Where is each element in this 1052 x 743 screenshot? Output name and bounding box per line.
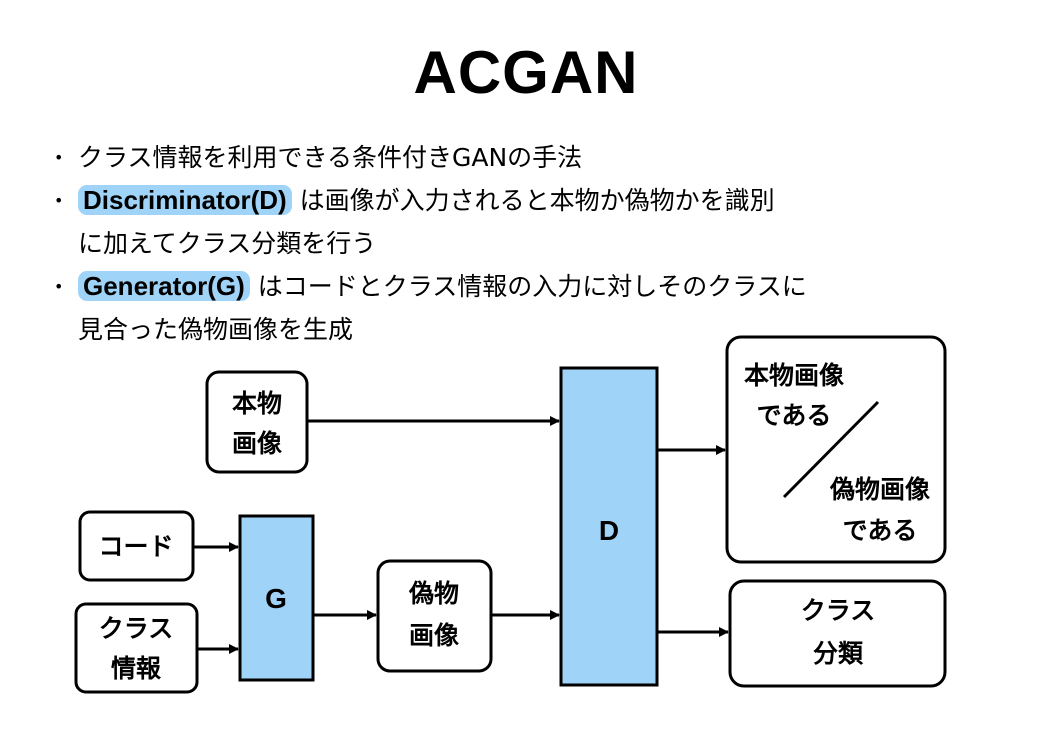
discriminator-label: D	[599, 515, 619, 546]
discriminator-highlight: Discriminator(D)	[78, 185, 292, 215]
class-info-label-2: 情報	[111, 654, 162, 683]
fake-image-label-1: 偽物	[408, 579, 459, 608]
real-image-box	[205, 370, 309, 474]
output-fake-line2: である	[843, 516, 918, 545]
discriminator-block	[559, 366, 659, 687]
bullet-list: クラス情報を利用できる条件付きGANの手法 Discriminator(D) は…	[52, 136, 1012, 351]
bullet-1-text: クラス情報を利用できる条件付きGANの手法	[78, 143, 583, 172]
class-output-box	[728, 579, 947, 688]
code-box	[78, 510, 195, 582]
output-class-line2: 分類	[813, 639, 864, 668]
code-label: コード	[98, 532, 173, 561]
bullet-item-1: クラス情報を利用できる条件付きGANの手法	[52, 136, 1012, 179]
bullet-item-3: Generator(G) はコードとクラス情報の入力に対しそのクラスに 見合った…	[52, 265, 1012, 351]
real-image-label-1: 本物	[232, 389, 282, 418]
output-real-line1: 本物画像	[744, 361, 844, 390]
bullet-3-line1: はコードとクラス情報の入力に対しそのクラスに	[249, 272, 807, 301]
output-fake-line1: 偽物画像	[829, 475, 930, 504]
page-title: ACGAN	[413, 39, 639, 106]
real-image-label-2: 画像	[232, 429, 282, 458]
class-info-box	[74, 602, 199, 694]
fake-image-label-2: 画像	[409, 621, 459, 650]
output-class-line1: クラス	[801, 596, 876, 625]
bullet-2-line2: に加えてクラス分類を行う	[78, 229, 377, 258]
real-fake-output-box	[725, 335, 947, 564]
output-real-line2: である	[757, 401, 832, 430]
generator-label: G	[265, 583, 287, 614]
generator-block	[238, 514, 315, 682]
generator-highlight: Generator(G)	[78, 271, 250, 301]
bullet-2-line1: は画像が入力されると本物か偽物かを識別	[291, 186, 775, 215]
slash-divider	[782, 400, 880, 499]
fake-image-box	[376, 559, 493, 673]
bullet-item-2: Discriminator(D) は画像が入力されると本物か偽物かを識別 に加え…	[52, 179, 1012, 265]
bullet-3-line2: 見合った偽物画像を生成	[78, 315, 354, 344]
class-info-label-1: クラス	[99, 614, 174, 643]
